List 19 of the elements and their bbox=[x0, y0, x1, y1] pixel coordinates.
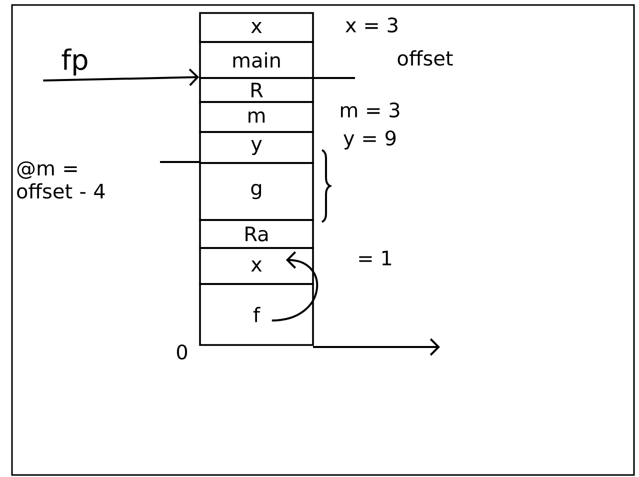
stack-cell: f bbox=[199, 283, 314, 346]
stack-cell: x bbox=[199, 247, 314, 285]
note: @m = offset - 4 bbox=[17, 161, 105, 199]
value-label: x = 3 bbox=[346, 17, 398, 33]
stack-cell: x bbox=[199, 12, 314, 43]
stack-cell: R bbox=[199, 77, 314, 103]
value-label: y = 9 bbox=[344, 130, 396, 150]
value-label: = 1 bbox=[359, 250, 392, 266]
stack-cell: Ra bbox=[199, 219, 314, 249]
value-label: m = 3 bbox=[340, 102, 400, 118]
value-label: offset bbox=[398, 50, 453, 66]
stack-cell: g bbox=[199, 162, 314, 221]
stack-cell: m bbox=[199, 101, 314, 133]
axis-label: 0 bbox=[176, 344, 188, 360]
pointer-label: fp bbox=[62, 48, 88, 76]
arrow bbox=[43, 68, 200, 86]
stack-cell: main bbox=[199, 41, 314, 79]
arrow bbox=[272, 251, 318, 322]
stack-cell: y bbox=[199, 131, 314, 164]
